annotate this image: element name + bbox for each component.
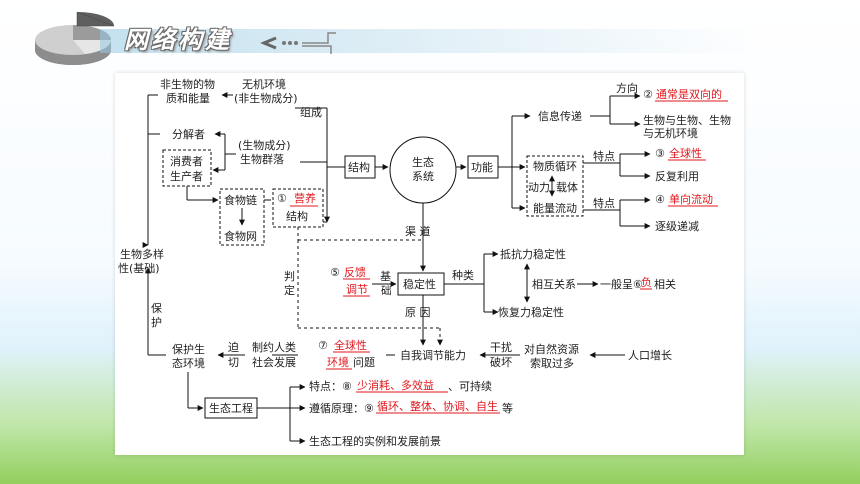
blank7-answer-2: 环境 [327, 355, 349, 369]
direction-label: 方向 [616, 81, 638, 95]
features-label: 特点：⑧ [309, 379, 352, 393]
blank4-answer: 单向流动 [669, 192, 713, 206]
resistance-label: 抵抗力稳定性 [500, 247, 566, 261]
self-regulation-label: 自我调节能力 [400, 348, 466, 362]
protect-env-label: 保护生 [172, 342, 205, 356]
correlation-label: 相关 [654, 277, 676, 291]
food-web-label: 食物网 [224, 229, 257, 243]
decrease-label: 逐级递减 [655, 219, 699, 233]
resilience-label: 恢复力稳定性 [498, 305, 564, 319]
judge-label: 判 [284, 270, 295, 283]
eco-engineering-label: 生态工程 [209, 401, 253, 415]
driving-force-label: 动力 [528, 181, 550, 194]
section-title: 网络构建 [124, 26, 232, 54]
blank1-number: ① [277, 192, 287, 205]
blank4-number: ④ [655, 193, 665, 206]
judge-label-2: 定 [284, 283, 295, 297]
abiotic-label: 无机环境 [242, 77, 286, 91]
ecosystem-label: 生态 [412, 155, 434, 169]
info-scope-label-2: 与无机环境 [643, 126, 698, 140]
arrow-decoration-icon [260, 32, 336, 54]
channel-label: 渠 道 [405, 224, 431, 238]
protect-env-label-2: 态环境 [172, 356, 205, 370]
food-chain-label: 食物链 [224, 193, 257, 207]
blank2-answer: 通常是双向的 [656, 87, 722, 101]
feature-label-1: 特点 [593, 149, 615, 163]
abiotic-label-2: (非生物成分) [234, 91, 298, 105]
info-transfer-label: 信息传递 [538, 109, 582, 123]
interfere-label: 干扰 [490, 340, 512, 354]
consumer-label: 消费者 [170, 154, 203, 168]
cycle-flow-box [526, 155, 584, 217]
concept-map: 非生物的物 质和能量 无机环境 (非生物成分) 组成 分解者 (生物成分) 生物… [118, 77, 731, 448]
blank3-answer: 全球性 [669, 146, 702, 160]
blank5-answer: 反馈 [344, 266, 366, 279]
stability-label: 稳定性 [403, 277, 436, 291]
biodiversity-label-2: 性(基础) [118, 261, 160, 275]
carrier-label: 载体 [556, 180, 578, 194]
interfere-label-2: 破坏 [490, 355, 512, 369]
blank5-answer-2: 调节 [346, 283, 368, 296]
cause-label: 原 因 [405, 306, 431, 319]
blank7-suffix: 问题 [353, 356, 375, 369]
biotic-label-2: 生物群落 [240, 152, 284, 166]
diagram-panel: 非生物的物 质和能量 无机环境 (非生物成分) 组成 分解者 (生物成分) 生物… [115, 73, 744, 455]
nonliving-label: 非生物的物 [160, 77, 215, 91]
pie-chart-logo [35, 11, 115, 65]
blank3-number: ③ [655, 147, 665, 160]
basis-label: 基 [380, 270, 391, 283]
blank6-answer: 负 [641, 275, 652, 289]
protect-label-2: 护 [151, 315, 162, 329]
composition-label: 组成 [300, 105, 322, 119]
energy-flow-label: 能量流动 [533, 201, 577, 215]
header-band [100, 29, 760, 53]
examples-label: 生态工程的实例和发展前景 [309, 434, 441, 448]
biotic-label: (生物成分) [238, 138, 291, 152]
blank1-answer: 营养 [294, 191, 316, 205]
types-label: 种类 [452, 268, 474, 282]
ecosystem-label-2: 系统 [412, 170, 434, 183]
blank9-answer: 循环、整体、协调、自生 [377, 399, 498, 413]
blank5-number: ⑤ [330, 266, 340, 279]
decomposer-label: 分解者 [172, 127, 205, 141]
blank7-number: ⑦ [318, 339, 328, 352]
relation-label: 相互关系 [532, 277, 576, 291]
feature-label-2: 特点 [593, 196, 615, 210]
nonliving-label-2: 质和能量 [166, 91, 210, 105]
principles-label: 遵循原理：⑨ [309, 401, 374, 415]
principles-suffix: 等 [502, 401, 513, 415]
blank8-answer: 少消耗、多效益 [357, 378, 434, 392]
material-cycle-label: 物质循环 [533, 159, 577, 173]
over-extraction-label-2: 索取过多 [530, 356, 574, 370]
urgent-label-2: 切 [228, 356, 239, 369]
food-chain-box [219, 188, 265, 246]
structure-label: 结构 [348, 160, 370, 174]
population-growth-label: 人口增长 [628, 348, 672, 362]
biodiversity-label: 生物多样 [120, 247, 164, 261]
urgent-label: 迫 [228, 340, 239, 354]
info-scope-label: 生物与生物、生物 [643, 113, 731, 127]
recycle-label: 反复利用 [655, 169, 699, 183]
over-extraction-label: 对自然资源 [524, 342, 579, 356]
blank7-answer: 全球性 [334, 338, 367, 352]
blank2-number: ② [643, 88, 653, 101]
restrict-label-2: 社会发展 [252, 355, 296, 369]
restrict-label: 制约人类 [252, 340, 296, 354]
basis-label-2: 础 [381, 285, 392, 297]
nutrition-structure-label: 结构 [286, 209, 308, 223]
producer-label: 生产者 [170, 169, 203, 183]
protect-label: 保 [151, 301, 162, 315]
features-suffix: 、可持续 [448, 379, 492, 393]
function-label: 功能 [471, 160, 493, 174]
generally-label: 一般呈⑥ [600, 278, 643, 291]
